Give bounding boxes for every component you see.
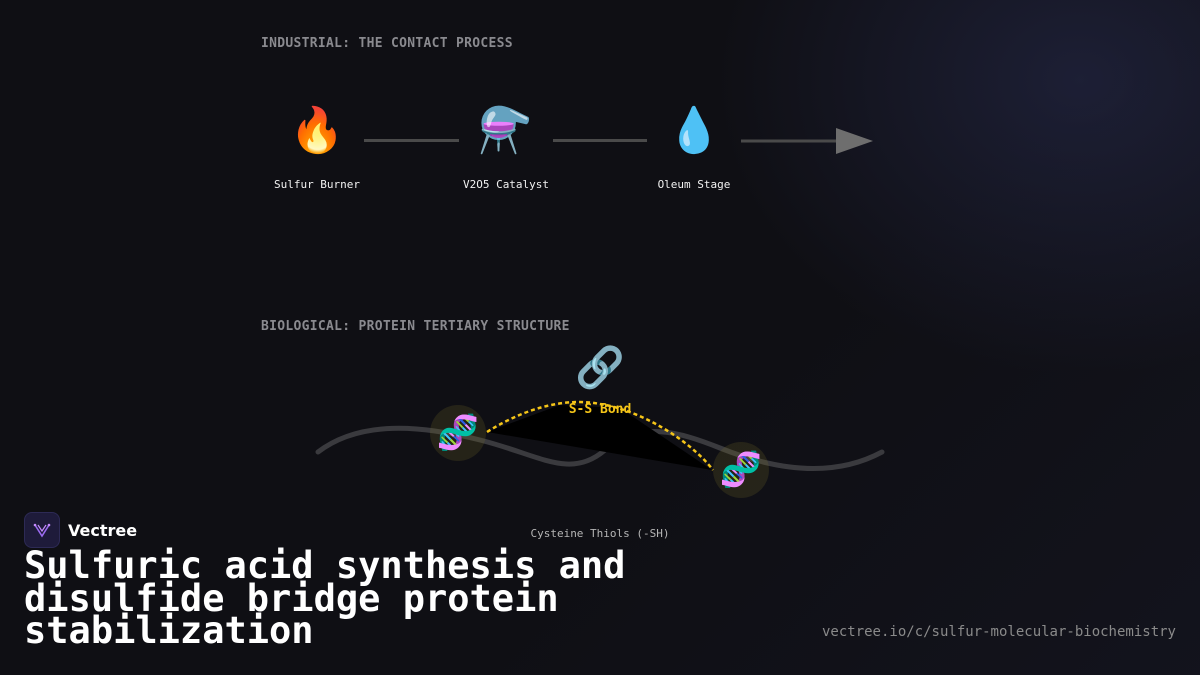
droplet-icon: 💧 (666, 105, 722, 156)
bond-region (487, 405, 712, 470)
process-connector (364, 139, 459, 142)
stage-label-sulfur-burner: Sulfur Burner (273, 178, 361, 191)
disulfide-bond-line (486, 400, 714, 471)
source-url: vectree.io/c/sulfur-molecular-biochemist… (821, 624, 1176, 640)
cysteine-node: 🧬 (713, 442, 769, 498)
flask-icon: ⚗️ (477, 105, 533, 156)
link-icon: 🔗 (575, 345, 625, 391)
cysteine-node: 🧬 (430, 405, 486, 461)
dna-icon: 🧬 (436, 413, 480, 453)
stage-label-v2o5-catalyst: V2O5 Catalyst (462, 178, 550, 191)
stage-label-oleum-stage: Oleum Stage (657, 178, 731, 191)
vectree-logo-icon (33, 523, 51, 538)
dna-icon: 🧬 (719, 450, 763, 490)
industrial-section-title: INDUSTRIAL: THE CONTACT PROCESS (261, 36, 513, 51)
page-title: Sulfuric acid synthesis and disulfide br… (24, 544, 626, 652)
fire-icon: 🔥 (289, 105, 345, 156)
process-arrow-head (836, 128, 873, 154)
thiol-label: Cysteine Thiols (-SH) (530, 527, 670, 540)
process-connector (553, 139, 647, 142)
biological-section-title: BIOLOGICAL: PROTEIN TERTIARY STRUCTURE (261, 319, 570, 334)
bond-label: S-S Bond (568, 402, 632, 417)
brand-name: Vectree (68, 520, 138, 540)
brand: Vectree (24, 512, 137, 548)
vectree-logo (24, 512, 60, 548)
